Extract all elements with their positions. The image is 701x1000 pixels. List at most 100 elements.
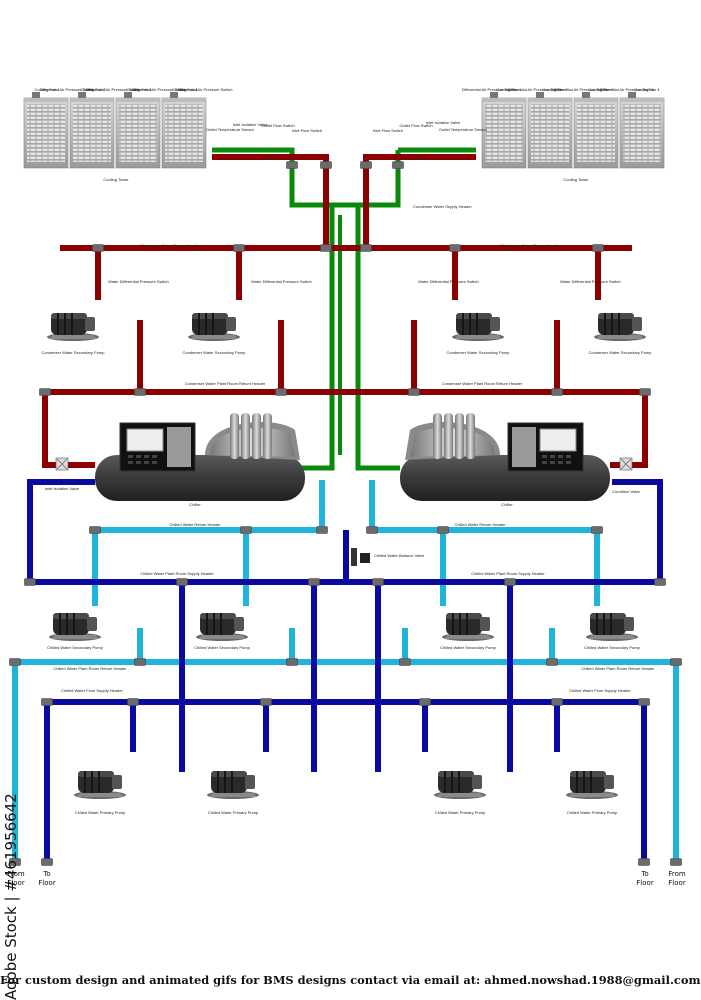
pipe-fitting — [240, 526, 252, 534]
condenser-pump-icon[interactable] — [594, 313, 646, 341]
chw-primary-pump-label: Chilled Water Primary Pump — [208, 810, 259, 815]
pipe — [369, 480, 600, 606]
chw-secondary-pump-label: Chilled Water Secondary Pump — [194, 645, 250, 650]
dp-switch-label: Differential Air Pressure Switch — [554, 87, 609, 92]
pipe-fitting — [233, 244, 245, 252]
chw-primary-pump-icon[interactable] — [566, 771, 618, 799]
pipe-fitting — [392, 161, 404, 169]
to-floor-label: To — [42, 870, 50, 878]
pipe-fitting — [592, 244, 604, 252]
chw-secondary-pump-icon[interactable] — [586, 613, 638, 641]
pipe-fitting — [551, 388, 563, 396]
pressure-switch-label: Water Differential Pressure Switch — [108, 279, 169, 284]
outlet-flow-switch-label: Outlet Flow Switch — [399, 123, 432, 128]
from-floor-label: Floor — [668, 879, 686, 887]
pipe-fitting — [670, 858, 682, 866]
chw-plant-supply-header-label: Chilled Water Plant Room Supply Header — [471, 571, 545, 576]
chw-primary-pump-icon[interactable] — [434, 771, 486, 799]
from-floor-label: Floor — [7, 879, 25, 887]
sensor-label: Sensor — [264, 156, 277, 161]
pipe-fitting — [134, 388, 146, 396]
condenser-pump-icon[interactable] — [188, 313, 240, 341]
dp-switch-icon — [582, 92, 590, 98]
cooling-tower-left — [23, 92, 207, 169]
condenser-pump-icon[interactable] — [452, 313, 504, 341]
cooling-tower-label: Cooling Tower — [563, 177, 589, 182]
pipe-fitting — [41, 858, 53, 866]
chw-secondary-pump-label: Chilled Water Secondary Pump — [47, 645, 103, 650]
chw-secondary-pump-icon[interactable] — [196, 613, 248, 641]
pipe-fitting — [638, 698, 650, 706]
isolation-valve-left[interactable] — [55, 457, 69, 471]
pipe-fitting — [504, 578, 516, 586]
cw-supply-header-label: Condenser Water Supply Header — [413, 204, 472, 209]
chw-return-header-label: Chilled Water Return Header — [169, 522, 221, 527]
chw-secondary-pump-icon[interactable] — [49, 613, 101, 641]
pipe-fittings — [9, 161, 682, 866]
dp-switch-icon — [490, 92, 498, 98]
chw-secondary-pump-label: Chilled Water Secondary Pump — [584, 645, 640, 650]
dp-switch-icon — [32, 92, 40, 98]
cw-return-header-label: Condenser Water Return Header — [141, 243, 200, 248]
pipe-fitting — [127, 698, 139, 706]
condenser-pump-label: Condenser Water Secondary Pump — [589, 350, 653, 355]
chw-primary-pump-label: Chilled Water Primary Pump — [435, 810, 486, 815]
pipe-fitting — [176, 578, 188, 586]
pipe-fitting — [372, 578, 384, 586]
pipe-fitting — [89, 526, 101, 534]
dp-switch-icon — [170, 92, 178, 98]
outlet-temp-sensor-label: Outlet Temperature Sensor — [439, 127, 488, 132]
dp-switch-label: Differential Air Pressure Switch — [40, 87, 95, 92]
cooling-tower-label: Cooling Tower — [103, 177, 129, 182]
chiller-left[interactable] — [95, 413, 305, 501]
dp-switch-label: Differential Air Pressure Switch — [86, 87, 141, 92]
pipe-fitting — [419, 698, 431, 706]
pipe-fitting — [92, 244, 104, 252]
fan-label: Cooling Fan 2 — [543, 87, 569, 92]
isolation-valve-label: Condition Valve — [612, 489, 640, 494]
dp-switch-label: Differential Air Pressure Switch — [600, 87, 655, 92]
fan-label: Cooling Fan 3 — [589, 87, 615, 92]
dp-switch-icon — [536, 92, 544, 98]
fan-label: Cooling Fan 4 — [173, 87, 199, 92]
pipe — [42, 392, 95, 468]
pressure-switch-label: Water Differential Pressure Switch — [418, 279, 479, 284]
fan-label: Cooling Fan 1 — [497, 87, 523, 92]
pressure-switch-label: Water Differential Pressure Switch — [560, 279, 621, 284]
chw-plant-return-header-label: Chilled Water Plant Room Return Header — [53, 666, 127, 671]
pipe-fitting — [670, 658, 682, 666]
fan-label: Cooling Fan 2 — [81, 87, 107, 92]
pipe-fitting — [134, 658, 146, 666]
inlet-flow-switch-label: Inlet Flow Switch — [373, 128, 403, 133]
chw-secondary-pump-icon[interactable] — [442, 613, 494, 641]
dp-switch-icon — [628, 92, 636, 98]
to-floor-label: Floor — [38, 879, 56, 887]
chiller-right[interactable] — [400, 413, 610, 501]
pipe-fitting — [638, 858, 650, 866]
cw-plant-return-header-label: Condenser Water Plant Room Return Header — [442, 381, 523, 386]
fan-label: Cooling Fan 1 — [35, 87, 61, 92]
cw-return-header-label: Condenser Water Return Header — [501, 243, 560, 248]
balance-valve[interactable] — [351, 548, 370, 566]
pipe-fitting — [551, 698, 563, 706]
to-floor-label: Floor — [636, 879, 654, 887]
cooling-tower-right — [481, 92, 665, 169]
from-floor-label: From — [7, 870, 25, 878]
chw-primary-pump-label: Chilled Water Primary Pump — [75, 810, 126, 815]
chw-primary-pump-icon[interactable] — [207, 771, 259, 799]
inlet-isolation-valve-label: Inlet Isolation Valve — [426, 120, 461, 125]
pipe-fitting — [9, 658, 21, 666]
fan-label: Cooling Fan 4 — [635, 87, 661, 92]
pipe-fitting — [360, 161, 372, 169]
pipe-fitting — [286, 658, 298, 666]
fan-label: Cooling Fan 3 — [127, 87, 153, 92]
chw-plant-supply-header-label: Chilled Water Plant Room Supply Header — [140, 571, 214, 576]
pipe-fitting — [320, 161, 332, 169]
footer-contact-text: For custom design and animated gifs for … — [0, 973, 701, 987]
dp-switch-label: Differential Air Pressure Switch — [132, 87, 187, 92]
pipe-network — [12, 147, 679, 862]
condenser-pump-icon[interactable] — [47, 313, 99, 341]
isolation-valve-right[interactable] — [619, 457, 633, 471]
chw-primary-pump-icon[interactable] — [74, 771, 126, 799]
